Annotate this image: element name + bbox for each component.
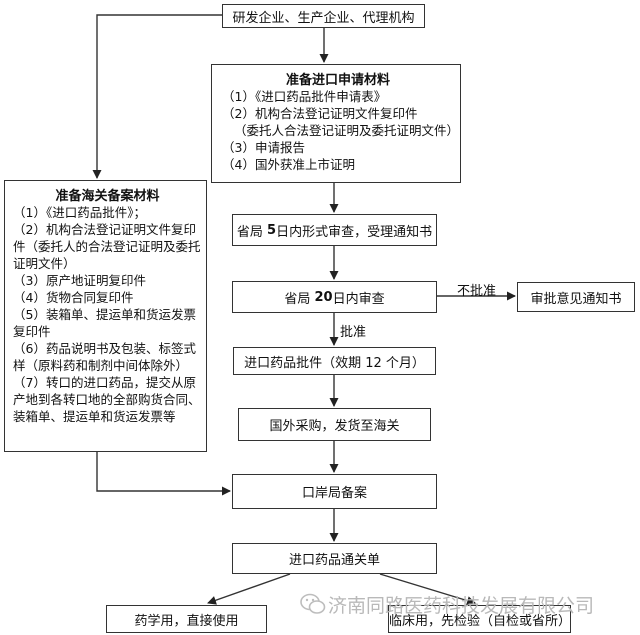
- purchase-shipping-text: 国外采购，发货至海关: [269, 419, 400, 434]
- port-filing-text: 口岸局备案: [301, 486, 367, 501]
- customs-material-item: （1）《进口药品批件》；: [13, 205, 146, 220]
- customs-filing-materials-box: 准备海关备案材料 （1）《进口药品批件》； （2）机构合法登记证明文件复印件（委…: [4, 180, 207, 452]
- five-day-review-suffix: 日内形式审查，受理通知书: [276, 224, 433, 240]
- twenty-day-review-prefix: 省局: [284, 291, 315, 307]
- import-application-materials-box: 准备进口申请材料 （1）《进口药品批件申请表》 （2）机构合法登记证明文件复印件…: [211, 64, 461, 183]
- customs-material-item: （6）药品说明书及包装、标签式样（原料药和制剂中间体除外）: [13, 341, 196, 373]
- customs-clearance-text: 进口药品通关单: [288, 553, 380, 568]
- customs-filing-materials-title: 准备海关备案材料: [55, 189, 160, 204]
- import-application-materials-title: 准备进口申请材料: [285, 73, 390, 88]
- applicants-box: 研发企业、生产企业、代理机构: [222, 4, 425, 28]
- customs-material-item: （7）转口的进口药品，提交从原产地到各转口地的全部购货合同、装箱单、提运单和货运…: [13, 375, 201, 424]
- applicants-text: 研发企业、生产企业、代理机构: [232, 10, 415, 26]
- five-day-review-days: 5: [267, 222, 277, 238]
- customs-clearance-box: 进口药品通关单: [232, 543, 437, 574]
- customs-material-item: （2）机构合法登记证明文件复印件（委托人的合法登记证明及委托证明文件）: [13, 222, 201, 271]
- material-item: （3）申请报告: [222, 140, 305, 155]
- rejection-notice-box: 审批意见通知书: [517, 282, 635, 312]
- five-day-review-prefix: 省局: [236, 224, 268, 240]
- clinical-use-box: 临床用，先检验（自检或省所）: [388, 605, 571, 633]
- company-watermark: 济南同路医药科技发展有限公司: [328, 595, 595, 617]
- purchase-shipping-box: 国外采购，发货至海关: [238, 408, 431, 441]
- approved-label: 批准: [340, 325, 367, 340]
- pharmaceutical-use-text: 药学用，直接使用: [134, 613, 239, 629]
- approval-document-box: 进口药品批件（效期 12 个月）: [233, 347, 436, 375]
- not-approved-label: 不批准: [457, 284, 497, 299]
- port-filing-box: 口岸局备案: [232, 474, 437, 509]
- rejection-notice-text: 审批意见通知书: [530, 291, 622, 307]
- twenty-day-review-days: 20: [314, 289, 333, 305]
- wechat-icon: [300, 593, 326, 614]
- twenty-day-review-suffix: 日内审查: [332, 291, 385, 307]
- customs-material-item: （3）原产地证明复印件: [13, 273, 146, 288]
- approval-document-text: 进口药品批件（效期 12 个月）: [244, 355, 425, 371]
- customs-material-item: （5）装箱单、提运单和货运发票复印件: [13, 307, 196, 339]
- material-item: （4）国外获准上市证明: [222, 157, 355, 172]
- material-item: （2）机构合法登记证明文件复印件: [222, 106, 418, 121]
- pharmaceutical-use-box: 药学用，直接使用: [106, 605, 267, 633]
- clinical-use-text: 临床用，先检验（自检或省所）: [389, 613, 572, 629]
- customs-material-item: （4）货物合同复印件: [13, 290, 134, 305]
- material-item: （1）《进口药品批件申请表》: [222, 89, 387, 104]
- material-item: （委托人合法登记证明及委托证明文件）: [234, 123, 460, 138]
